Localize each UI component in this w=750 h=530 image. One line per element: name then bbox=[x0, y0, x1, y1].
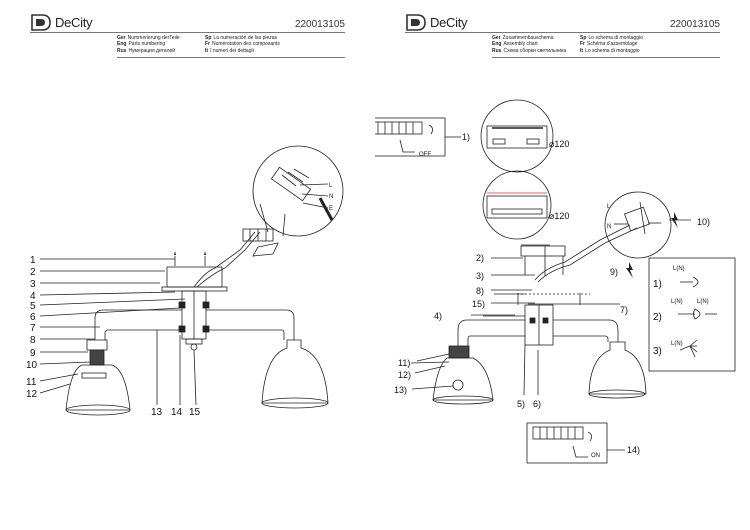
wire-label: L(N) bbox=[671, 341, 683, 347]
lang-code: Sp bbox=[205, 35, 212, 41]
bottom-marker-arrows bbox=[174, 251, 206, 255]
part-label: 12 bbox=[26, 389, 38, 400]
wire-letter: L bbox=[329, 183, 333, 189]
brand-logo: DeCity bbox=[405, 14, 468, 31]
diameter-label: ⌀120 bbox=[549, 211, 569, 221]
switch-state-label: ON bbox=[591, 453, 600, 459]
legend-text: I numeri dei dettagli bbox=[210, 47, 254, 54]
header-rule bbox=[405, 32, 720, 33]
part-label: 2 bbox=[30, 267, 36, 278]
step-label: 2) bbox=[476, 253, 484, 263]
part-label: 14 bbox=[171, 407, 183, 418]
legend-text: Nummerierung derTeile bbox=[127, 35, 180, 41]
step-label: 9) bbox=[610, 267, 618, 277]
brand-name: DeCity bbox=[55, 15, 93, 30]
legend-text: Parts numbering bbox=[128, 41, 166, 48]
brand-name: DeCity bbox=[430, 15, 468, 30]
lang-code: It bbox=[580, 47, 584, 54]
step-label: 7) bbox=[620, 305, 628, 315]
step-label: 4) bbox=[434, 311, 442, 321]
product-code: 220013105 bbox=[294, 19, 345, 30]
brand-logo: DeCity bbox=[30, 14, 93, 31]
legend-text: Lo schema di montaggio bbox=[588, 35, 643, 41]
product-code: 220013105 bbox=[669, 19, 720, 30]
step-label: 14) bbox=[627, 445, 640, 455]
legend-text: La numeración de las piezas bbox=[213, 35, 278, 41]
assembly-diagram: 1) OFF ⌀120 ⌀120 2) 3) 8) 15) 4) 11) 12)… bbox=[375, 99, 736, 464]
legend-text: Schéma d'assemblage bbox=[587, 41, 638, 48]
part-label: 5 bbox=[30, 301, 36, 312]
decity-logo-icon bbox=[406, 14, 426, 31]
part-label: 9 bbox=[30, 348, 36, 359]
part-label: 10 bbox=[26, 360, 38, 371]
legend-rule bbox=[117, 57, 345, 58]
part-label: 3 bbox=[30, 279, 36, 290]
wire-letter: N bbox=[607, 224, 611, 230]
part-label: 6 bbox=[30, 312, 36, 323]
step-label: 8) bbox=[476, 286, 484, 296]
wiring-option-step: 2) bbox=[653, 312, 662, 323]
legend-text: Lo schema di montaggio bbox=[585, 47, 640, 54]
wiring-option-step: 1) bbox=[653, 279, 662, 290]
step-label: 10) bbox=[697, 217, 710, 227]
switch-state-label: OFF bbox=[419, 152, 431, 158]
step-label: 11) bbox=[398, 358, 410, 368]
lang-code: Fr bbox=[580, 41, 585, 48]
lang-code: Rus bbox=[117, 47, 127, 54]
lang-code: Rus bbox=[492, 47, 502, 54]
step-label: 3) bbox=[476, 271, 484, 281]
legend-text: Схема сборки светильника bbox=[503, 47, 567, 54]
part-label: 7 bbox=[30, 323, 36, 334]
wire-letter: L bbox=[607, 204, 611, 210]
legend-rule bbox=[492, 57, 720, 58]
parts-diagram: 1 2 3 4 5 6 7 8 9 10 11 12 13 14 15 L N … bbox=[26, 145, 344, 418]
wire-label: L(N) bbox=[697, 299, 709, 305]
step-label: 1) bbox=[462, 132, 470, 142]
voltage-warning-icon bbox=[626, 212, 678, 278]
step-label: 6) bbox=[533, 399, 541, 409]
step-label: 15) bbox=[472, 299, 485, 309]
header-rule bbox=[30, 32, 345, 33]
lang-code: Eng bbox=[117, 41, 127, 48]
legend-text: Zusammenbauschema bbox=[502, 35, 554, 41]
lang-code: Ger bbox=[492, 35, 501, 41]
step-label: 5) bbox=[517, 399, 525, 409]
part-label: 11 bbox=[26, 377, 37, 388]
lang-code: It bbox=[205, 47, 209, 54]
step-label: 13) bbox=[394, 385, 407, 395]
wiring-option-step: 3) bbox=[653, 346, 662, 357]
wire-letter: N bbox=[329, 194, 333, 200]
lang-code: Eng bbox=[492, 41, 502, 48]
part-label: 8 bbox=[30, 335, 36, 346]
part-label: 15 bbox=[189, 407, 201, 418]
lang-code: Fr bbox=[205, 41, 210, 48]
part-label: 13 bbox=[151, 407, 163, 418]
wire-label: L(N) bbox=[671, 299, 683, 305]
part-label: 1 bbox=[30, 255, 36, 266]
legend-text: Нумерация деталей bbox=[128, 47, 176, 54]
legend-text: Assembly chart bbox=[503, 41, 538, 48]
wire-label: L(N) bbox=[673, 266, 685, 272]
decity-logo-icon bbox=[31, 14, 51, 31]
part-label: 4 bbox=[30, 291, 36, 302]
legend-text: Numérotation des composants bbox=[212, 41, 280, 48]
lang-code: Ger bbox=[117, 35, 126, 41]
diameter-label: ⌀120 bbox=[549, 139, 569, 149]
wire-letter: E bbox=[329, 206, 333, 212]
lang-code: Sp bbox=[580, 35, 587, 41]
step-label: 12) bbox=[398, 370, 411, 380]
